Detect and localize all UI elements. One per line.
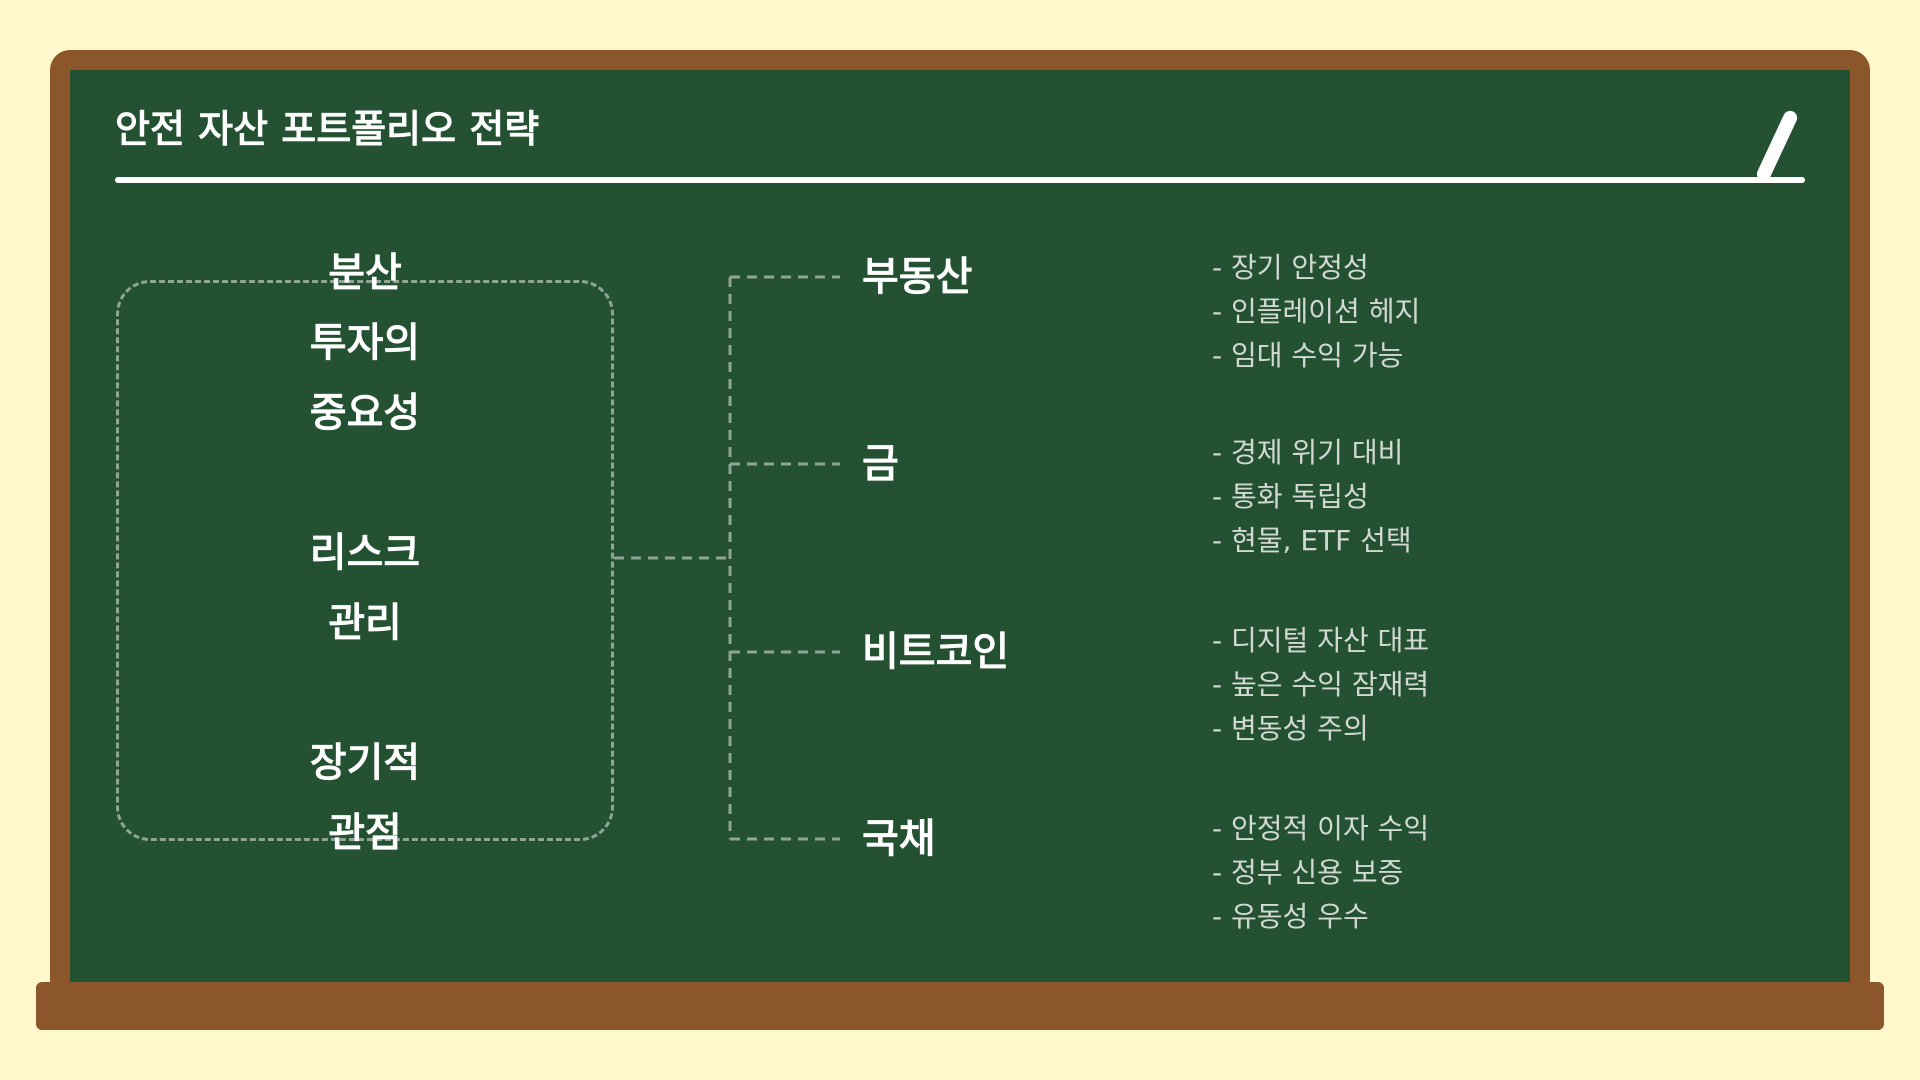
core-line: 관리	[328, 600, 402, 646]
category-label-treasury-bonds: 국채	[862, 816, 936, 862]
detail-item: - 디지털 자산 대표	[1212, 624, 1430, 657]
core-line-spacer	[116, 448, 614, 518]
core-concept-box	[116, 280, 614, 841]
detail-item: - 인플레이션 헤지	[1212, 295, 1421, 328]
core-line: 중요성	[309, 390, 421, 436]
category-label-real-estate: 부동산	[862, 254, 973, 300]
detail-item: - 경제 위기 대비	[1212, 436, 1404, 469]
slide-title: 안전 자산 포트폴리오 전략	[115, 107, 540, 151]
category-details-gold: - 경제 위기 대비 - 통화 독립성 - 현물, ETF 선택	[1212, 431, 1412, 563]
detail-item: - 높은 수익 잠재력	[1212, 668, 1430, 701]
core-line: 분산	[328, 250, 402, 296]
detail-item: - 정부 신용 보증	[1212, 856, 1404, 889]
core-line: 장기적	[309, 740, 421, 786]
chalk-ledge	[36, 982, 1884, 1030]
detail-item: - 변동성 주의	[1212, 712, 1369, 745]
core-line: 리스크	[309, 530, 421, 576]
detail-item: - 통화 독립성	[1212, 480, 1369, 513]
detail-item: - 유동성 우수	[1212, 900, 1369, 933]
detail-item: - 임대 수익 가능	[1212, 339, 1404, 372]
chalkboard	[70, 70, 1850, 982]
core-line: 관점	[328, 810, 402, 856]
detail-item: - 현물, ETF 선택	[1212, 524, 1412, 557]
detail-item: - 안정적 이자 수익	[1212, 812, 1430, 845]
category-details-treasury-bonds: - 안정적 이자 수익 - 정부 신용 보증 - 유동성 우수	[1212, 807, 1429, 939]
category-label-gold: 금	[862, 441, 899, 487]
core-line-spacer	[116, 658, 614, 728]
title-underline	[115, 177, 1805, 183]
category-label-bitcoin: 비트코인	[862, 629, 1010, 675]
category-details-real-estate: - 장기 안정성 - 인플레이션 헤지 - 임대 수익 가능	[1212, 246, 1420, 378]
core-line: 투자의	[309, 320, 421, 366]
core-concept-text: 분산 투자의 중요성 리스크 관리 장기적 관점	[116, 238, 614, 868]
detail-item: - 장기 안정성	[1212, 251, 1369, 284]
category-details-bitcoin: - 디지털 자산 대표 - 높은 수익 잠재력 - 변동성 주의	[1212, 619, 1429, 751]
